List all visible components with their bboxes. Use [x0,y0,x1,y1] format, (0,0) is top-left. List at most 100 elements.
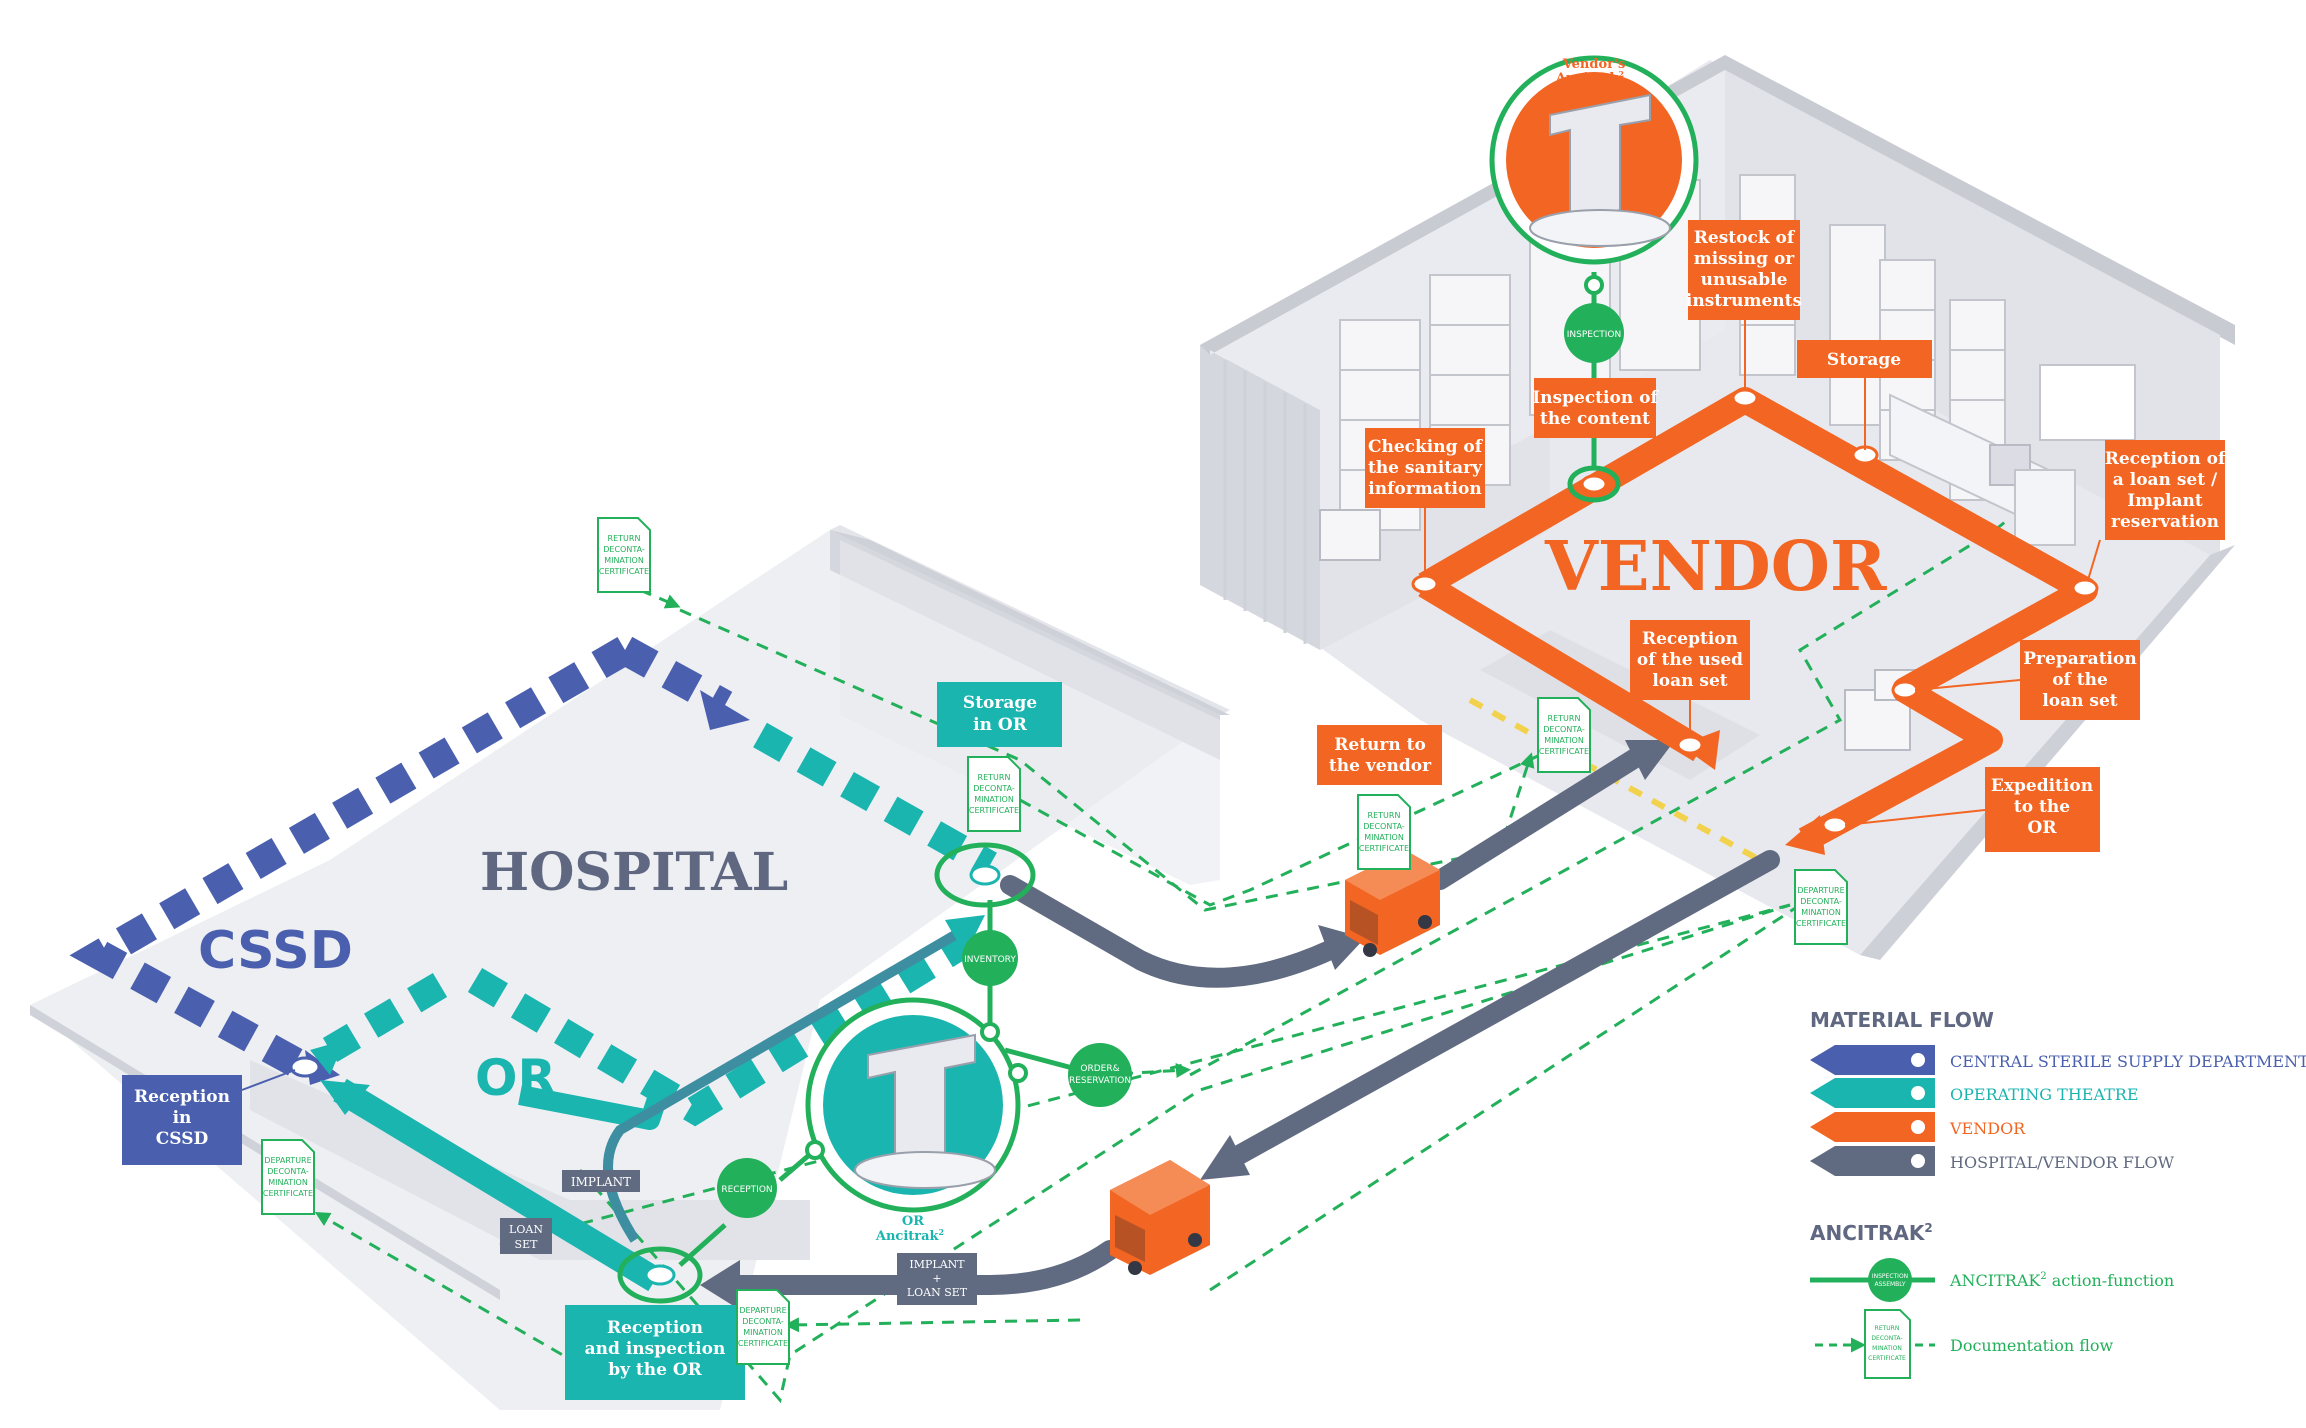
action-order-line1: ORDER& [1080,1064,1119,1074]
restock-line3: unusable [1701,270,1788,290]
tag-ils-line1: IMPLANT [909,1258,965,1271]
expedition-line3: OR [2028,818,2058,838]
desk [1889,364,2136,546]
reception-used-line2: of the used [1637,650,1743,670]
vendor-ancitrak-device [1489,55,1699,265]
action-reception-label: RECEPTION [721,1185,772,1195]
cert-departure-2-l1: DEPARTURE [264,1156,311,1165]
legend-action-label: ANCITRAK2 action-function [1949,1271,2174,1290]
cert-return-1-l3: MINATION [604,556,644,565]
or-step-reception-inspection: Reception and inspection by the OR [565,1305,745,1400]
reception-loan-line2: a loan set / [2113,470,2218,490]
certificate-return-2: RETURN DECONTA- MINATION CERTIFICATE [967,756,1021,832]
storage-or-line2: in OR [973,715,1028,735]
legend-doc-cert-l2: DECONTA- [1871,1335,1902,1342]
or-storage-node [969,864,1001,886]
action-order-line2: RESERVATION [1069,1076,1131,1086]
zone-hospital: HOSPITAL [480,842,788,903]
cert-return-4-l2: DECONTA- [1543,725,1585,734]
legend-documentation-label: Documentation flow [1950,1336,2114,1355]
truck-icon-bottom [1110,1160,1210,1275]
reception-loan-line4: reservation [2111,512,2219,532]
action-inventory: INVENTORY [962,930,1018,986]
tag-loan-set: LOAN SET [500,1218,552,1254]
cssd-arrowhead [700,690,750,730]
vendor-ancitrak-line2: Ancitrak2 [1555,69,1624,86]
cert-return-2-l2: DECONTA- [973,784,1015,793]
legend-doc-cert-l3: MINATION [1872,1345,1902,1352]
legend-item-or: OPERATING THEATRE [1810,1078,2139,1108]
cert-departure-3-l3: MINATION [743,1328,783,1337]
legend-action-icon-l1: INSPECTION [1872,1273,1908,1280]
cert-departure-2-l2: DECONTA- [267,1167,309,1176]
certificate-return-4: RETURN DECONTA- MINATION CERTIFICATE [1537,697,1591,773]
restock-line4: instruments [1686,291,1802,311]
return-line2: the vendor [1329,756,1432,776]
truck-icon-top [1345,850,1440,957]
or-ancitrak-device [805,997,1021,1213]
action-inventory-label: INVENTORY [964,955,1016,965]
vendor-flow [1418,387,2098,852]
legend-documentation: RETURN DECONTA- MINATION CERTIFICATE Doc… [1815,1309,2114,1379]
certificate-departure-2: DEPARTURE DECONTA- MINATION CERTIFICATE [261,1139,315,1215]
reception-used-line1: Reception [1642,629,1738,649]
vendor-step-restock: Restock of missing or unusable instrumen… [1686,220,1802,390]
storage-label: Storage [1827,350,1901,370]
cert-return-1-l1: RETURN [608,534,641,543]
tag-ils-line3: LOAN SET [907,1286,968,1299]
trolleys [1319,509,1921,751]
return-line1: Return to [1334,735,1426,755]
or-reception-node [644,1264,676,1286]
or-ancitrak-connectors [805,1022,1028,1160]
hospital-vendor-flow [710,745,1780,1295]
legend-item-flow: HOSPITAL/VENDOR FLOW [1810,1146,2175,1176]
legend-flow-label: HOSPITAL/VENDOR FLOW [1950,1153,2175,1172]
legend-ancitrak-title: ANCITRAK2 [1810,1221,1933,1245]
cert-return-2-l4: CERTIFICATE [969,806,1019,815]
vendor-step-checking: Checking of the sanitary information [1365,428,1485,576]
restock-line2: missing or [1694,249,1796,269]
cssd-reception-node [289,1056,321,1078]
vendor-ancitrak-connector [1584,275,1604,295]
vendor-step-expedition: Expedition to the OR [1844,767,2100,852]
expedition-line2: to the [2014,797,2070,817]
legend-item-vendor: VENDOR [1810,1112,2026,1142]
inspection-content-line1: Inspection of [1532,388,1659,408]
cert-departure-1-l3: MINATION [1801,908,1841,917]
action-inspection: INSPECTION [1564,303,1624,363]
vendor-flow-arrowhead [1785,815,1825,855]
cert-return-1-l2: DECONTA- [603,545,645,554]
inspection-content-line2: the content [1540,409,1650,429]
legend-vendor-label: VENDOR [1949,1119,2026,1138]
legend-item-cssd: CENTRAL STERILE SUPPLY DEPARTMENT [1810,1045,2306,1075]
certificate-departure-1: DEPARTURE DECONTA- MINATION CERTIFICATE [1794,869,1848,945]
reception-inspection-line3: by the OR [608,1360,702,1380]
cert-return-3-l3: MINATION [1364,833,1404,842]
certificate-return-3: RETURN DECONTA- MINATION CERTIFICATE [1357,794,1411,870]
vendor-ancitrak-line1: Vendor's [1562,57,1626,72]
legend-cssd-label: CENTRAL STERILE SUPPLY DEPARTMENT [1950,1052,2306,1071]
preparation-line2: of the [2052,670,2108,690]
tag-implant-loan-set: IMPLANT + LOAN SET [897,1253,977,1305]
action-order-reservation: ORDER& RESERVATION [1068,1043,1132,1107]
legend-doc-cert-l1: RETURN [1875,1325,1900,1332]
reception-used-line3: loan set [1652,671,1727,691]
checking-line3: information [1368,479,1481,499]
cert-departure-3-l4: CERTIFICATE [738,1339,788,1348]
checking-line2: the sanitary [1368,458,1483,478]
cert-departure-3-l1: DEPARTURE [739,1306,786,1315]
or-arrowhead [310,1040,345,1075]
tag-loan-line2: SET [515,1238,539,1251]
cert-departure-1-l4: CERTIFICATE [1796,919,1846,928]
or-flow-dashed [322,722,997,1127]
legend-doc-cert-l4: CERTIFICATE [1868,1355,1906,1362]
reception-loan-line1: Reception of [2105,449,2227,469]
legend-action-function: INSPECTION ASSEMBLY ANCITRAK2 action-fun… [1810,1258,2174,1302]
cert-departure-1-l2: DECONTA- [1800,897,1842,906]
vendor-step-return: Return to the vendor [1317,725,1442,785]
cert-return-3-l2: DECONTA- [1363,822,1405,831]
tag-ils-line2: + [932,1272,941,1285]
reception-cssd-line2: in [173,1108,192,1128]
vendor-step-reception-loan: Reception of a loan set / Implant reserv… [2087,440,2227,581]
